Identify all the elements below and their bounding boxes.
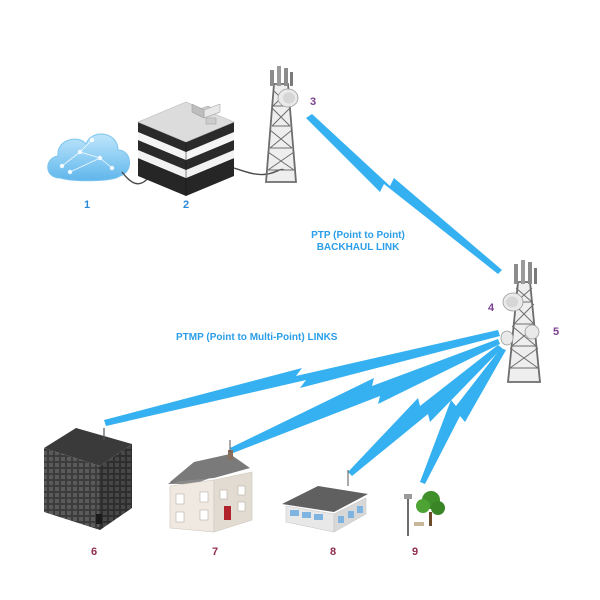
label-7: 7 bbox=[212, 546, 219, 558]
ptp-backhaul-link bbox=[306, 114, 502, 274]
ptmp-link-to-low-building bbox=[348, 345, 502, 476]
label-2: 2 bbox=[183, 199, 190, 211]
label-5: 5 bbox=[553, 326, 560, 338]
ptp-caption-line-2: BACKHAUL LINK bbox=[316, 242, 400, 253]
ptmp-link-to-pole bbox=[420, 348, 506, 484]
ptmp-link-to-building bbox=[104, 330, 500, 426]
relay-tower-icon bbox=[500, 260, 541, 383]
label-4: 4 bbox=[488, 302, 495, 314]
pole-with-tree-icon bbox=[404, 491, 445, 536]
house-icon bbox=[168, 440, 253, 533]
office-building-icon bbox=[44, 428, 132, 530]
label-3: 3 bbox=[310, 96, 317, 108]
base-tower-icon bbox=[265, 66, 299, 183]
ptp-caption-line-1: PTP (Point to Point) bbox=[311, 230, 405, 241]
ptp-caption: PTP (Point to Point) BACKHAUL LINK bbox=[298, 230, 418, 254]
data-center-icon bbox=[137, 101, 235, 196]
ptmp-caption: PTMP (Point to Multi-Point) LINKS bbox=[176, 332, 338, 343]
label-6: 6 bbox=[91, 546, 98, 558]
label-9: 9 bbox=[412, 546, 419, 558]
internet-cloud-icon bbox=[47, 133, 130, 182]
label-1: 1 bbox=[84, 199, 91, 211]
ptmp-link-to-house bbox=[230, 339, 500, 453]
single-storey-building-icon bbox=[282, 470, 368, 533]
label-8: 8 bbox=[330, 546, 337, 558]
